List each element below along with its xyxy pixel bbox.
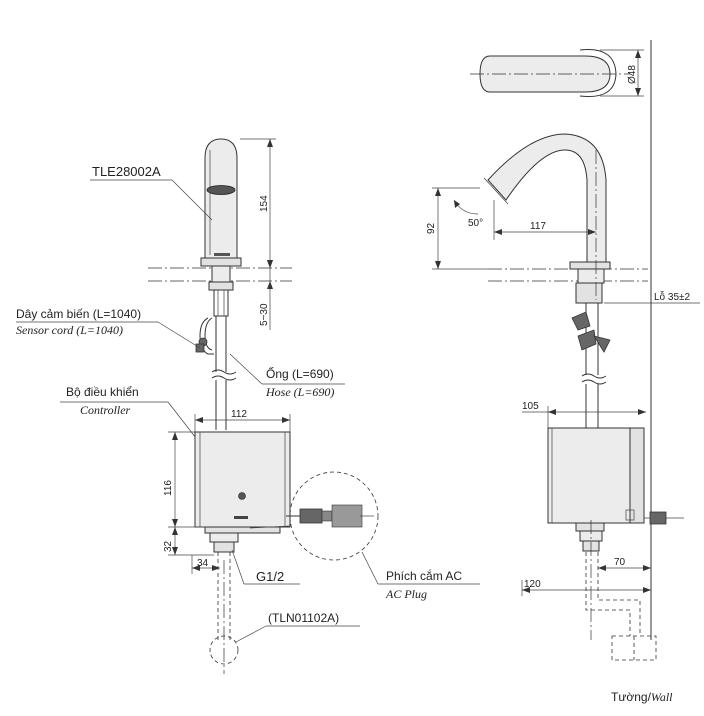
top-view: [470, 49, 644, 98]
front-view: [16, 138, 480, 674]
sensor-cord-label-en: Sensor cord (L=1040): [16, 323, 123, 337]
wall-label: Tường/Wall: [611, 690, 673, 704]
ac-plug-label-en: AC Plug: [385, 587, 427, 601]
dim-154: 154: [259, 195, 270, 212]
thread-label: G1/2: [256, 569, 284, 584]
dim-angle: 50°: [468, 218, 483, 229]
wall-label-en: Wall: [651, 690, 673, 704]
controller-label-en: Controller: [80, 403, 131, 417]
controller-side: [547, 427, 631, 524]
dim-116: 116: [163, 480, 174, 496]
dim-5-30: 5~30: [259, 303, 270, 326]
controller-label-vi: Bộ điều khiển: [66, 385, 139, 399]
faucet-body: [204, 138, 238, 259]
dim-92: 92: [426, 222, 437, 234]
hole-label: Lỗ 35±2: [654, 290, 691, 303]
controller-box: [194, 431, 291, 528]
spout: [487, 133, 607, 263]
dim-32: 32: [163, 540, 174, 552]
dim-105: 105: [522, 401, 539, 412]
sensor-cord-label-vi: Dây cảm biến (L=1040): [16, 307, 141, 321]
trap-model-label: (TLN01102A): [268, 611, 339, 625]
wall-label-vi: Tường/: [611, 690, 652, 704]
dim-70: 70: [614, 557, 626, 568]
base-plate: [200, 257, 242, 267]
dim-d48: Ø48: [627, 65, 638, 84]
ac-plug-label-vi: Phích cắm AC: [386, 568, 462, 583]
side-view: [432, 133, 700, 661]
dim-120: 120: [524, 579, 541, 590]
sensor-window: [206, 185, 236, 195]
dim-117: 117: [530, 221, 546, 232]
ac-plug-detail: [289, 471, 379, 561]
model-label: TLE28002A: [92, 164, 161, 179]
dim-34: 34: [197, 558, 209, 569]
dim-112: 112: [231, 409, 247, 420]
hose-label-vi: Ống (L=690): [266, 366, 334, 381]
model-leader: [171, 179, 213, 221]
hose-label-en: Hose (L=690): [265, 385, 334, 399]
